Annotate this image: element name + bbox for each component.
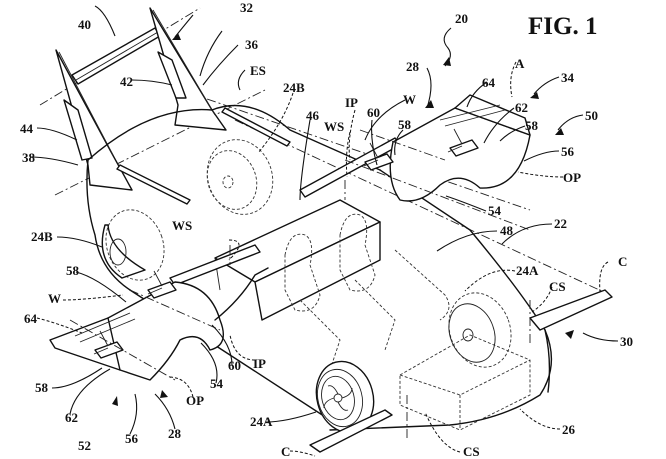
label-ip-right: IP [345, 95, 358, 110]
label-cs-right: CS [549, 279, 566, 294]
label-44: 44 [20, 121, 34, 136]
label-62-left: 62 [65, 410, 78, 425]
figure-title: FIG. 1 [528, 13, 597, 40]
label-cs-bottom: CS [463, 444, 480, 459]
label-56-right: 56 [561, 144, 575, 159]
canard-right [529, 289, 613, 331]
label-28-top: 28 [406, 59, 420, 74]
fuselage-right-side [329, 169, 553, 431]
label-w-left: W [48, 291, 61, 306]
axis-C-line [234, 119, 611, 296]
label-w-right: W [403, 92, 416, 107]
strake-lower [116, 164, 191, 205]
tail-assembly [55, 7, 227, 191]
label-42: 42 [120, 74, 133, 89]
label-24a-front: 24A [250, 414, 273, 429]
label-50: 50 [585, 108, 598, 123]
label-60-right: 60 [367, 105, 380, 120]
label-58-l2: 58 [35, 380, 49, 395]
front-structure [309, 289, 613, 453]
occupant-1 [284, 233, 321, 312]
fuselage-rear-top [87, 104, 381, 171]
label-48: 48 [500, 223, 514, 238]
label-62-right: 62 [515, 100, 528, 115]
label-26: 26 [562, 422, 576, 437]
wing-axes [69, 129, 531, 381]
right-wing [299, 94, 531, 202]
propeller-left-inner [147, 270, 177, 299]
label-ws-right: WS [324, 119, 344, 134]
label-58-l1: 58 [66, 263, 80, 278]
label-56-left: 56 [125, 431, 139, 446]
label-54-right: 54 [488, 203, 502, 218]
axis-A-line [174, 87, 531, 211]
label-58-r1: 58 [398, 117, 412, 132]
label-34: 34 [561, 70, 575, 85]
label-op-left: OP [186, 393, 204, 408]
label-c-right: C [618, 254, 627, 269]
label-46: 46 [306, 108, 320, 123]
label-20: 20 [455, 11, 468, 26]
label-60-left: 60 [228, 358, 241, 373]
box-26 [399, 334, 531, 431]
label-24b-top: 24B [283, 80, 305, 95]
label-58-r2: 58 [525, 118, 539, 133]
fuselage-left-side [86, 159, 131, 291]
propeller-right-outer [447, 128, 479, 157]
rudder-right [157, 51, 187, 99]
label-es: ES [250, 63, 266, 78]
label-38: 38 [22, 150, 36, 165]
label-ws-left: WS [172, 218, 192, 233]
wheel-24B-left [101, 209, 165, 281]
label-24b-left: 24B [31, 229, 53, 244]
label-64-right: 64 [482, 75, 496, 90]
label-64-left: 64 [24, 311, 38, 326]
label-40: 40 [78, 17, 91, 32]
label-32: 32 [240, 0, 253, 15]
label-52: 52 [78, 438, 91, 453]
label-28-bottom: 28 [168, 426, 182, 441]
horizontal-stabilizer [71, 27, 161, 85]
label-c-bottom: C [281, 444, 290, 459]
occupant-2 [339, 213, 376, 292]
wheels [101, 139, 512, 434]
cockpit-pod-side [254, 221, 381, 321]
label-a: A [515, 56, 525, 71]
strake-upper [221, 107, 291, 147]
fuselage-nose [544, 329, 551, 393]
wing-outer-panel-right [454, 94, 531, 136]
wing-spar-right [299, 137, 401, 198]
canard-left [309, 409, 393, 453]
label-22: 22 [554, 216, 567, 231]
label-54-left: 54 [210, 376, 224, 391]
wheel-24A-right [448, 292, 512, 368]
label-ip-left: IP [253, 356, 266, 371]
label-30: 30 [620, 334, 633, 349]
occupants [284, 213, 450, 371]
label-36: 36 [245, 37, 259, 52]
reference-labels: 20 32 36 40 42 ES 24B 46 IP WS 60 W 58 2… [20, 0, 633, 459]
label-24a-rear: 24A [516, 263, 539, 278]
label-op-right: OP [563, 170, 581, 185]
wheel-24B-upper [206, 139, 274, 215]
wheel-24A-front [315, 360, 375, 434]
leader-lines [29, 5, 619, 457]
